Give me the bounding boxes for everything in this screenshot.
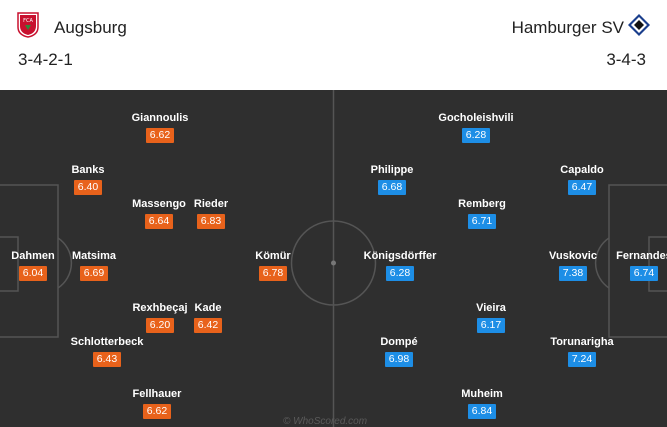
player-rating: 6.69 [79, 266, 109, 281]
player-capaldo[interactable]: Capaldo 6.47 [537, 163, 627, 195]
player-remberg[interactable]: Remberg 6.71 [437, 197, 527, 229]
player-name: Gocholeishvili [438, 112, 514, 124]
player-rating: 6.28 [385, 266, 415, 281]
player-rating: 6.83 [196, 214, 226, 229]
player-name: Fernandes [616, 250, 667, 262]
player-vuskovic[interactable]: Vuskovic 7.38 [528, 249, 618, 281]
player-name: Vuskovic [549, 250, 597, 262]
pitch-markings [0, 90, 667, 427]
player-muheim[interactable]: Muheim 6.84 [437, 387, 527, 419]
player-rating: 6.71 [467, 214, 497, 229]
home-team-name[interactable]: Augsburg [54, 18, 127, 37]
player-name: Kade [194, 302, 222, 314]
away-team-name[interactable]: Hamburger SV [511, 18, 624, 37]
player-rating: 6.84 [467, 404, 497, 419]
player-name: Dahmen [11, 250, 55, 262]
player-name: Massengo [132, 198, 186, 210]
player-rating: 6.47 [567, 180, 597, 195]
player-matsima[interactable]: Matsima 6.69 [49, 249, 139, 281]
player-rating: 6.74 [629, 266, 659, 281]
player-rating: 6.98 [384, 352, 414, 367]
player-komur[interactable]: Kömür 6.78 [228, 249, 318, 281]
player-rating: 7.38 [558, 266, 588, 281]
player-giannoulis[interactable]: Giannoulis 6.62 [115, 111, 205, 143]
player-gocholeishvili[interactable]: Gocholeishvili 6.28 [431, 111, 521, 143]
player-philippe[interactable]: Philippe 6.68 [347, 163, 437, 195]
hamburg-crest-icon [628, 14, 650, 36]
player-name: Muheim [461, 388, 503, 400]
watermark-text: © WhoScored.com [283, 416, 368, 427]
player-vieira[interactable]: Vieira 6.17 [446, 301, 536, 333]
player-name: Königsdörffer [363, 250, 437, 262]
player-schlotterbeck[interactable]: Schlotterbeck 6.43 [62, 335, 152, 367]
player-name: Rieder [193, 198, 229, 210]
player-torunarigha[interactable]: Torunarigha 7.24 [537, 335, 627, 367]
player-fellhauer[interactable]: Fellhauer 6.62 [112, 387, 202, 419]
player-rating: 6.43 [92, 352, 122, 367]
player-rating: 6.28 [461, 128, 491, 143]
player-name: Vieira [476, 302, 506, 314]
player-name: Matsima [71, 250, 117, 262]
player-rating: 6.42 [193, 318, 223, 333]
player-kade[interactable]: Kade 6.42 [163, 301, 253, 333]
player-rating: 7.24 [567, 352, 597, 367]
augsburg-crest-icon: FCA [17, 12, 39, 38]
player-dahmen[interactable]: Dahmen 6.04 [0, 249, 78, 281]
home-formation: 3-4-2-1 [18, 50, 73, 69]
player-rating: 6.62 [142, 404, 172, 419]
player-rexhbecaj[interactable]: Rexhbeçaj 6.20 [115, 301, 205, 333]
player-name: Giannoulis [131, 112, 189, 124]
player-name: Philippe [370, 164, 414, 176]
player-name: Rexhbeçaj [132, 302, 188, 314]
player-rating: 6.17 [476, 318, 506, 333]
player-rieder[interactable]: Rieder 6.83 [166, 197, 256, 229]
pitch: Giannoulis 6.62 Banks 6.40 Massengo 6.64… [0, 90, 667, 427]
match-header: FCA Augsburg 3-4-2-1 Hamburger SV 3-4-3 [0, 0, 667, 90]
player-dompe[interactable]: Dompé 6.98 [354, 335, 444, 367]
player-rating: 6.78 [258, 266, 288, 281]
player-massengo[interactable]: Massengo 6.64 [114, 197, 204, 229]
player-banks[interactable]: Banks 6.40 [43, 163, 133, 195]
player-fernandes[interactable]: Fernandes 6.74 [599, 249, 667, 281]
player-rating: 6.62 [145, 128, 175, 143]
player-rating: 6.68 [377, 180, 407, 195]
player-name: Schlotterbeck [70, 336, 144, 348]
player-name: Torunarigha [550, 336, 614, 348]
player-name: Kömür [255, 250, 291, 262]
player-name: Dompé [380, 336, 418, 348]
player-rating: 6.20 [145, 318, 175, 333]
player-name: Remberg [458, 198, 506, 210]
player-rating: 6.64 [144, 214, 174, 229]
player-rating: 6.04 [18, 266, 48, 281]
away-formation: 3-4-3 [606, 50, 646, 69]
player-name: Fellhauer [132, 388, 182, 400]
player-name: Capaldo [560, 164, 604, 176]
player-name: Banks [71, 164, 105, 176]
svg-text:FCA: FCA [23, 18, 33, 24]
player-rating: 6.40 [73, 180, 103, 195]
player-konigsdorffer[interactable]: Königsdörffer 6.28 [355, 249, 445, 281]
